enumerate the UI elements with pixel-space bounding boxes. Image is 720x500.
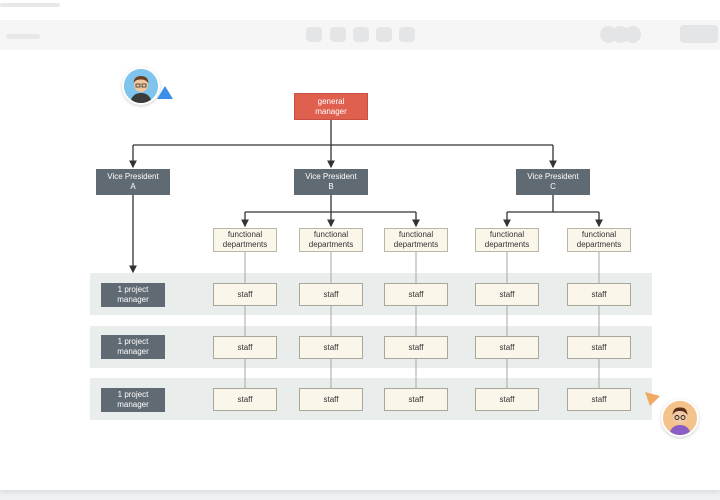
share-button[interactable] xyxy=(680,25,718,43)
vice-president-b-node[interactable]: Vice President B xyxy=(294,169,368,195)
staff-node[interactable]: staff xyxy=(567,336,631,359)
functional-departments-node[interactable]: functional departments xyxy=(475,228,539,252)
project-manager-node[interactable]: 1 project manager xyxy=(101,388,165,412)
functional-departments-node[interactable]: functional departments xyxy=(213,228,277,252)
functional-departments-node[interactable]: functional departments xyxy=(299,228,363,252)
project-manager-node[interactable]: 1 project manager xyxy=(101,283,165,307)
staff-node[interactable]: staff xyxy=(475,283,539,306)
vice-president-a-node[interactable]: Vice President A xyxy=(96,169,170,195)
staff-node[interactable]: staff xyxy=(384,336,448,359)
title-bar-placeholder xyxy=(0,3,60,7)
functional-departments-node[interactable]: functional departments xyxy=(567,228,631,252)
toolbar-title-placeholder xyxy=(6,34,40,39)
staff-node[interactable]: staff xyxy=(213,388,277,411)
pointer-cursor-icon xyxy=(157,86,173,99)
project-manager-node[interactable]: 1 project manager xyxy=(101,335,165,359)
staff-node[interactable]: staff xyxy=(475,336,539,359)
staff-node[interactable]: staff xyxy=(567,388,631,411)
staff-node[interactable]: staff xyxy=(384,283,448,306)
staff-node[interactable]: staff xyxy=(299,388,363,411)
toolbar-button[interactable] xyxy=(376,27,392,42)
staff-node[interactable]: staff xyxy=(299,283,363,306)
staff-node[interactable]: staff xyxy=(213,283,277,306)
row-band xyxy=(90,273,652,315)
person-avatar-icon xyxy=(122,67,160,105)
person-avatar-icon xyxy=(661,399,699,437)
toolbar-button[interactable] xyxy=(330,27,346,42)
functional-departments-node[interactable]: functional departments xyxy=(384,228,448,252)
toolbar-button[interactable] xyxy=(399,27,415,42)
row-band xyxy=(90,326,652,368)
staff-node[interactable]: staff xyxy=(299,336,363,359)
staff-node[interactable]: staff xyxy=(475,388,539,411)
toolbar-button[interactable] xyxy=(353,27,369,42)
collaborator-avatar-icon[interactable] xyxy=(624,26,641,43)
staff-node[interactable]: staff xyxy=(567,283,631,306)
row-band xyxy=(90,378,652,420)
toolbar-button[interactable] xyxy=(306,27,322,42)
staff-node[interactable]: staff xyxy=(384,388,448,411)
general-manager-node[interactable]: general manager xyxy=(294,93,368,120)
staff-node[interactable]: staff xyxy=(213,336,277,359)
pointer-cursor-icon xyxy=(645,392,660,406)
vice-president-c-node[interactable]: Vice President C xyxy=(516,169,590,195)
